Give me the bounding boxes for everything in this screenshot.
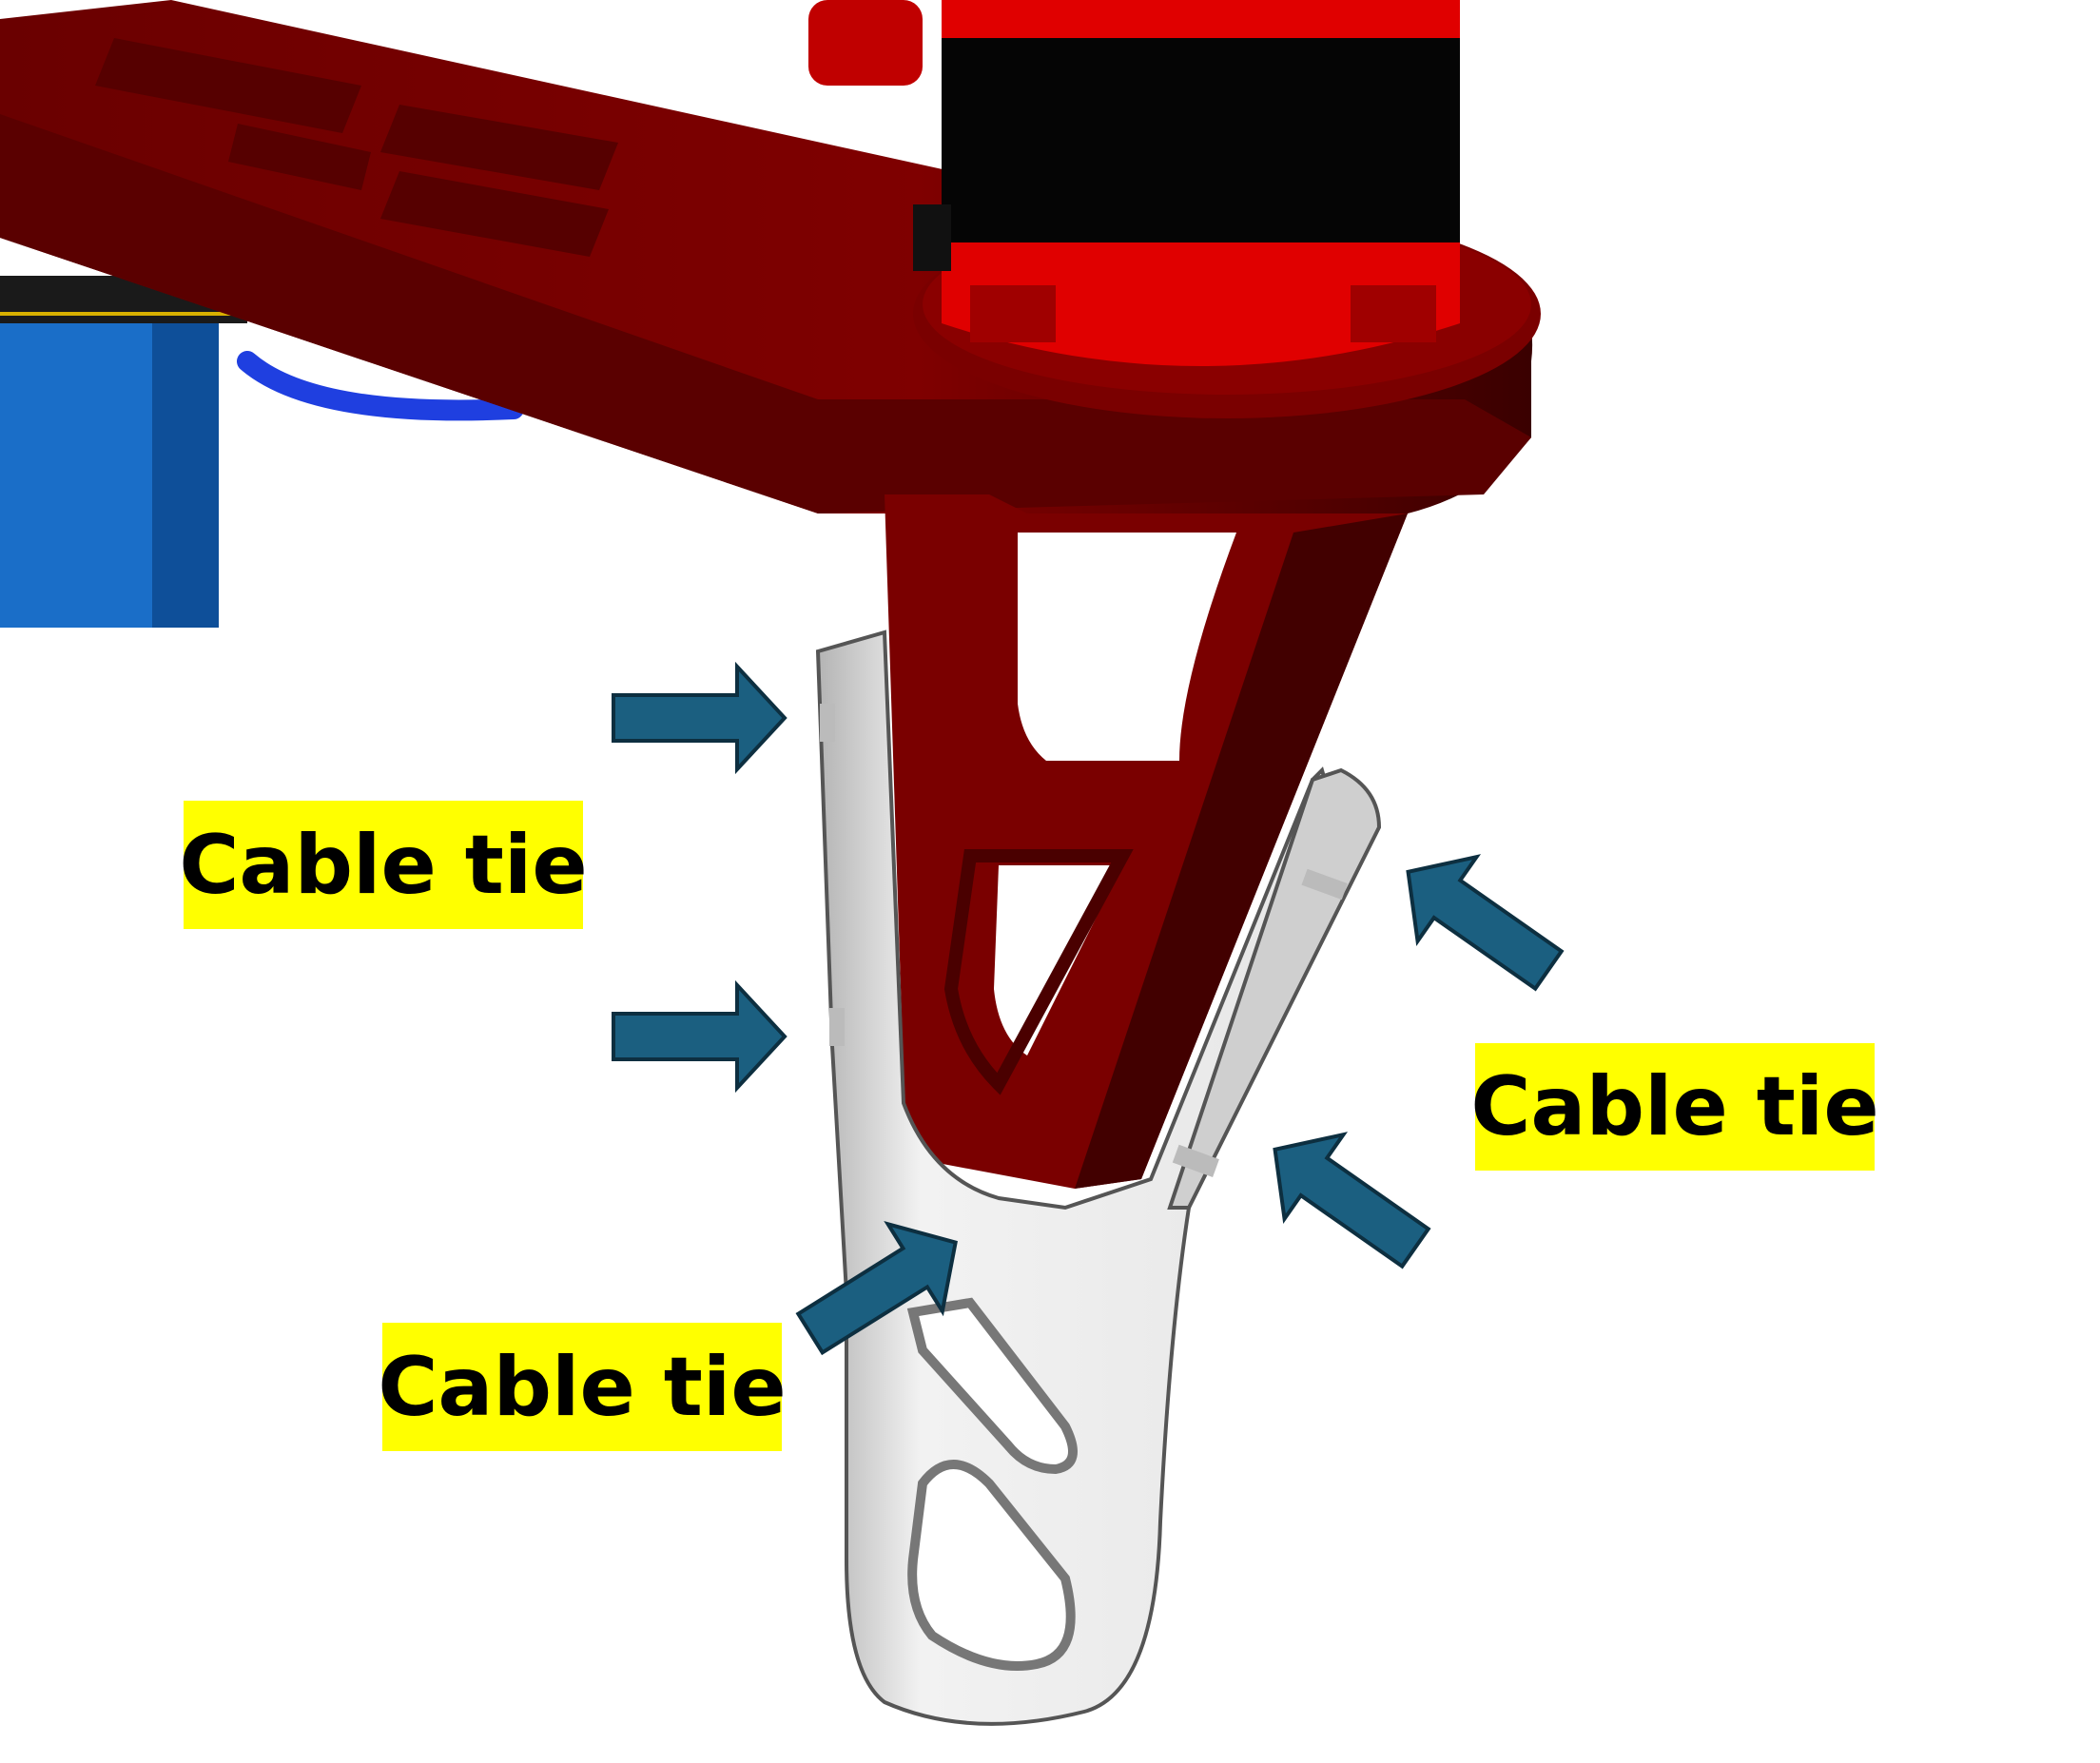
arrow-bottom [795, 1221, 958, 1356]
arrows [612, 661, 1565, 1356]
battery [0, 276, 247, 628]
cable-tie-label-right: Cable tie [1470, 1043, 1879, 1171]
arrow-right-upper [1406, 854, 1565, 992]
arrow-right-lower [1273, 1132, 1431, 1269]
cable-tie-label-left: Cable tie [179, 801, 588, 929]
frame-leg [885, 494, 1408, 1189]
landing-gear [815, 630, 1382, 1726]
arrow-left-upper [612, 661, 788, 775]
motor [808, 0, 1460, 366]
arrow-left-lower [612, 979, 788, 1094]
cable-tie-label-bottom: Cable tie [378, 1323, 787, 1451]
